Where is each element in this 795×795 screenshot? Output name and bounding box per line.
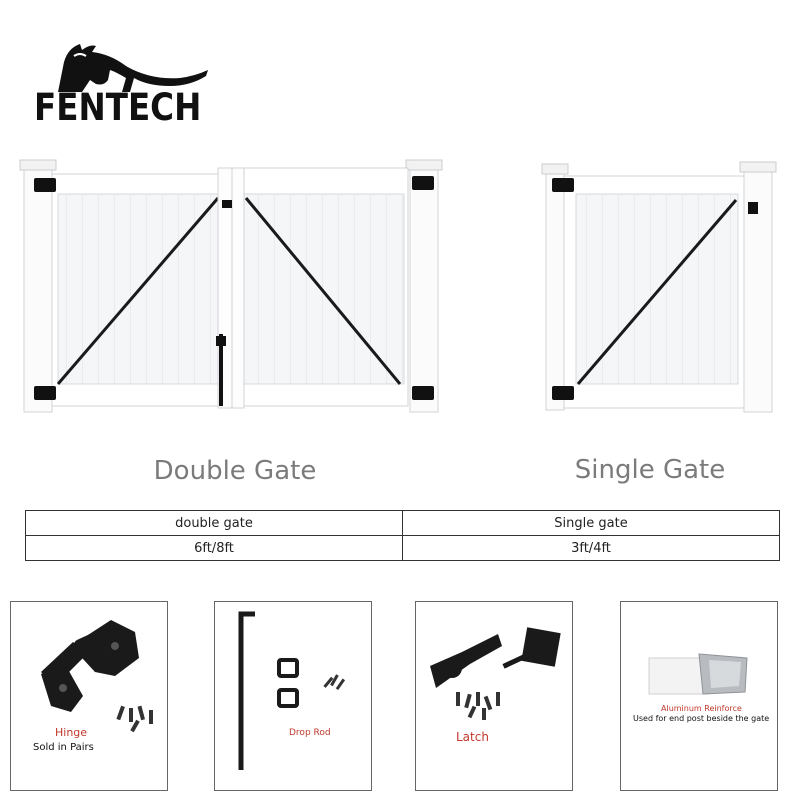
aluminum-reinforce-label: Aluminum Reinforce — [661, 704, 742, 713]
drop-rod-icon — [238, 611, 346, 770]
brand-logo-text: FENTECH — [34, 86, 202, 129]
double-gate-illustration — [19, 159, 443, 413]
horse-head-icon — [58, 44, 208, 92]
aluminum-reinforce-sublabel: Used for end post beside the gate — [633, 714, 770, 723]
hinge-sublabel: Sold in Pairs — [33, 742, 94, 753]
double-gate-caption: Double Gate — [153, 456, 317, 486]
single-gate-caption: Single Gate — [574, 455, 726, 485]
hinge-label: Hinge — [55, 726, 88, 739]
latch-card: Latch — [415, 601, 573, 791]
drop-rod-label: Drop Rod — [289, 728, 331, 738]
table-cell-double-size: 6ft/8ft — [25, 535, 403, 561]
hinge-icon — [41, 620, 153, 733]
table-cell-double-gate: double gate — [25, 510, 403, 536]
table-row: 6ft/8ft 3ft/4ft — [25, 535, 780, 561]
single-gate-illustration — [541, 161, 777, 413]
latch-label: Latch — [456, 730, 489, 744]
table-row: double gate Single gate — [25, 510, 780, 536]
table-cell-single-size: 3ft/4ft — [402, 535, 780, 561]
aluminum-reinforce-card: Aluminum Reinforce Used for end post bes… — [620, 601, 778, 791]
latch-icon — [430, 627, 561, 720]
aluminum-channel-icon — [648, 653, 748, 695]
table-cell-single-gate: Single gate — [402, 510, 780, 536]
hinge-card: Hinge Sold in Pairs — [10, 601, 168, 791]
drop-rod-card: Drop Rod — [214, 601, 372, 791]
gate-size-table: double gate Single gate 6ft/8ft 3ft/4ft — [25, 510, 780, 561]
